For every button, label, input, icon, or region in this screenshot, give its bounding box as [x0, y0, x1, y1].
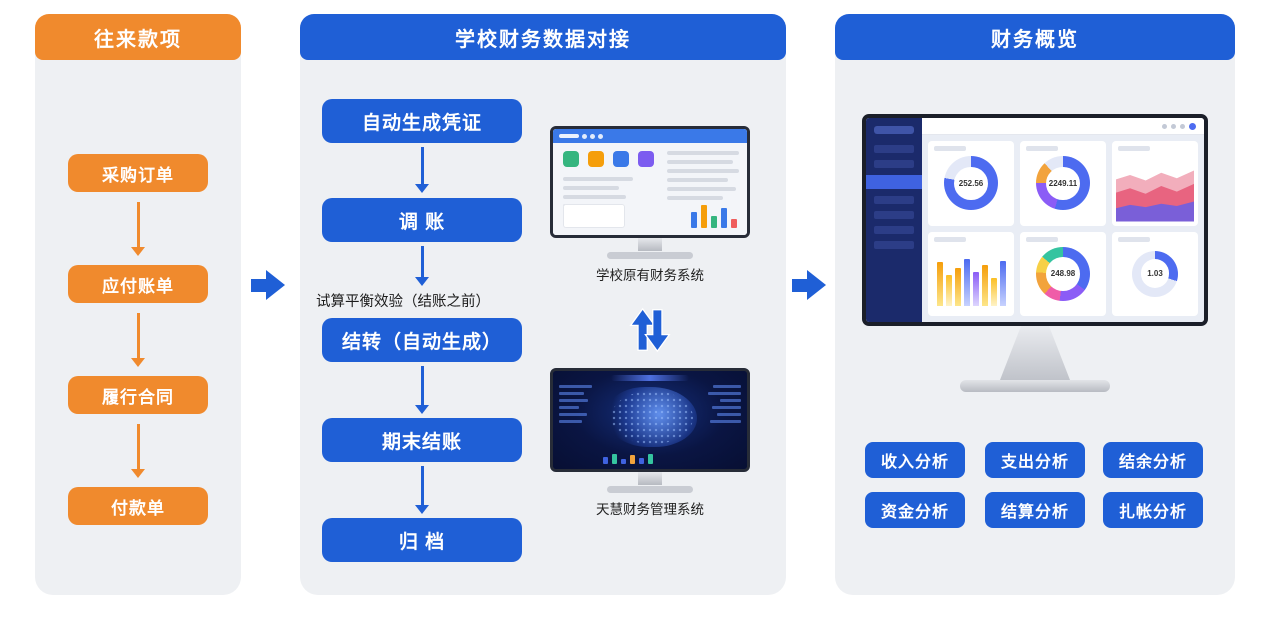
- donut-chart: 252.56: [944, 156, 998, 211]
- avatar: [1189, 122, 1196, 130]
- step-archive-label: 归 档: [398, 531, 446, 553]
- donut-value: 252.56: [958, 178, 984, 188]
- funds-analysis-button: 资金分析: [865, 492, 965, 528]
- current-accounts-header: 往来款项: [35, 14, 241, 60]
- panel-data-integration: 学校财务数据对接 自动生成凭证 调 账 试算平衡效验（结账之前） 结转（自动生成…: [300, 14, 786, 595]
- donut-value: 2249.11: [1048, 178, 1078, 188]
- step-purchase-order-label: 采购订单: [102, 165, 174, 185]
- dashboard-logo: [874, 126, 914, 134]
- donut-value: 248.98: [1050, 269, 1076, 279]
- arrow-down-icon: [414, 246, 430, 286]
- step-adjust-account: 调 账: [322, 198, 522, 242]
- step-payable-bill: 应付账单: [68, 265, 208, 303]
- preview-card: [563, 204, 625, 228]
- preview-bar-chart: [691, 202, 737, 228]
- data-integration-title: 学校财务数据对接: [455, 28, 631, 51]
- arrow-right-icon: [792, 270, 826, 300]
- settlement-analysis-button: 结算分析: [985, 492, 1085, 528]
- monitor-tianhui-system-screen: [550, 368, 750, 472]
- step-period-end-closing-label: 期末结账: [381, 431, 462, 453]
- donut-value: 1.03: [1147, 269, 1163, 279]
- preview-bottom-bars: [603, 452, 696, 465]
- arrow-right-icon: [251, 270, 285, 300]
- step-adjust-account-label: 调 账: [398, 211, 446, 233]
- preview-right-widgets: [708, 384, 742, 458]
- preview-topbar: [553, 129, 747, 143]
- step-auto-voucher-label: 自动生成凭证: [361, 112, 482, 134]
- arrow-down-icon: [130, 202, 146, 256]
- finance-overview-header: 财务概览: [835, 14, 1235, 60]
- balance-analysis-button: 结余分析: [1103, 442, 1203, 478]
- card-donut-multi: 248.98: [1020, 231, 1106, 316]
- step-carry-forward: 结转（自动生成）: [322, 318, 522, 362]
- step-payable-bill-label: 应付账单: [102, 276, 174, 296]
- grouped-bar-chart: [936, 250, 1006, 306]
- step-fulfill-contract-label: 履行合同: [102, 387, 174, 407]
- monitor-base: [607, 486, 693, 493]
- card-donut-1: 252.56: [928, 141, 1014, 226]
- current-accounts-title: 往来款项: [94, 28, 182, 51]
- card-donut-2: 2249.11: [1020, 141, 1106, 226]
- arrow-down-icon: [414, 366, 430, 414]
- donut-chart: 248.98: [1036, 246, 1090, 301]
- panel-finance-overview: 财务概览: [835, 14, 1235, 595]
- arrow-down-icon: [130, 313, 146, 367]
- trial-balance-note: 试算平衡效验（结账之前）: [316, 294, 490, 310]
- monitor-base: [960, 380, 1110, 392]
- dashboard-card-grid: 252.56 2249.11: [922, 135, 1204, 322]
- step-carry-forward-label: 结转（自动生成）: [341, 331, 502, 353]
- arrow-down-icon: [414, 147, 430, 193]
- monitor-base: [607, 252, 693, 259]
- map-dot-grid: [611, 390, 693, 445]
- step-payment-slip: 付款单: [68, 487, 208, 525]
- monitor-tianhui-system: 天慧财务管理系统: [550, 368, 750, 518]
- preview-title-bar: [611, 375, 689, 381]
- expense-analysis-button: 支出分析: [985, 442, 1085, 478]
- dashboard-topbar: [922, 118, 1204, 135]
- school-system-dashboard-preview: [553, 129, 747, 235]
- finance-overview-title: 财务概览: [991, 28, 1079, 51]
- closing-analysis-button: 扎帐分析: [1103, 492, 1203, 528]
- step-purchase-order: 采购订单: [68, 154, 208, 192]
- monitor-finance-dashboard: 252.56 2249.11: [862, 114, 1208, 392]
- dashboard-sidebar: [866, 118, 922, 322]
- tianhui-dashboard-preview: [553, 371, 747, 469]
- preview-app-tiles: [563, 151, 654, 167]
- donut-chart: 1.03: [1132, 250, 1178, 297]
- step-archive: 归 档: [322, 518, 522, 562]
- panel-current-accounts: 往来款项 采购订单 应付账单 履行合同 付款单: [35, 14, 241, 595]
- step-auto-voucher: 自动生成凭证: [322, 99, 522, 143]
- monitor-neck: [1000, 326, 1070, 380]
- dashboard-content: 252.56 2249.11: [922, 118, 1204, 322]
- preview-left-widgets: [558, 384, 592, 458]
- step-fulfill-contract: 履行合同: [68, 376, 208, 414]
- monitor-school-system-screen: [550, 126, 750, 238]
- arrow-down-icon: [130, 424, 146, 478]
- preview-table-lines: [667, 151, 739, 200]
- card-bar-chart: [928, 231, 1014, 316]
- sync-arrows-icon: [627, 306, 673, 359]
- monitor-neck: [638, 472, 662, 485]
- step-period-end-closing: 期末结账: [322, 418, 522, 462]
- arrow-down-icon: [414, 466, 430, 514]
- monitor-neck: [638, 238, 662, 251]
- step-payment-slip-label: 付款单: [111, 498, 165, 518]
- income-analysis-button: 收入分析: [865, 442, 965, 478]
- finance-dashboard-screen: 252.56 2249.11: [862, 114, 1208, 326]
- monitor-school-system-caption: 学校原有财务系统: [596, 268, 704, 283]
- finance-dashboard-preview: 252.56 2249.11: [866, 118, 1204, 322]
- card-area-chart: [1112, 141, 1198, 226]
- card-donut-small: 1.03: [1112, 231, 1198, 316]
- data-integration-header: 学校财务数据对接: [300, 14, 786, 60]
- donut-chart: 2249.11: [1036, 156, 1090, 211]
- stacked-area-chart: [1116, 170, 1194, 222]
- monitor-school-system: 学校原有财务系统: [550, 126, 750, 284]
- monitor-tianhui-system-caption: 天慧财务管理系统: [596, 502, 704, 517]
